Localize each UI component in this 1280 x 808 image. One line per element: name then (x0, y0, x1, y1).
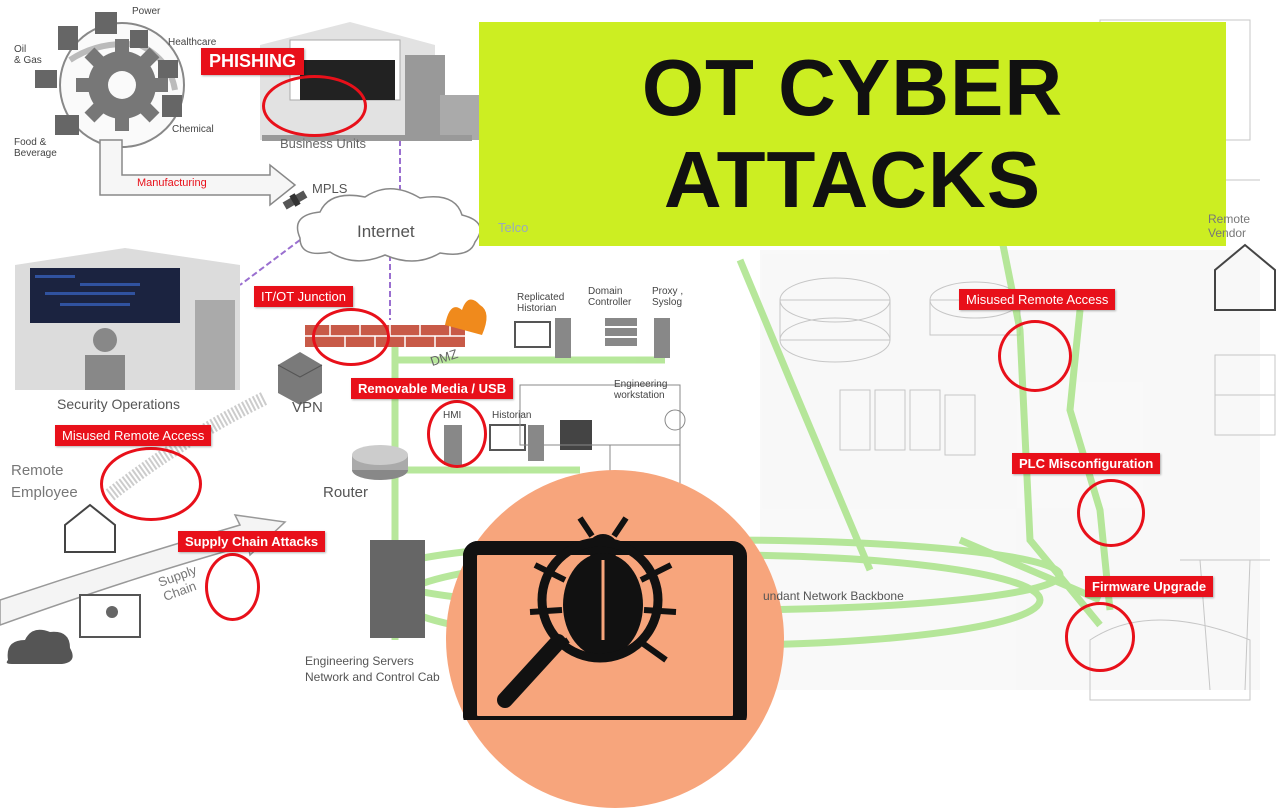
industry-chemical: Chemical (172, 124, 214, 135)
telco-label: Telco (498, 220, 529, 235)
remote-vendor-label: Remote Vendor (1208, 212, 1251, 240)
backbone-label: undant Network Backbone (763, 589, 904, 603)
proxy-syslog-label: Proxy , Syslog (652, 286, 684, 308)
misused-remote-right-tag: Misused Remote Access (959, 289, 1116, 310)
engineering-servers-label: Engineering Servers Network and Control … (305, 654, 440, 684)
computer-icon (79, 594, 141, 638)
manufacturing-arrow (99, 139, 297, 207)
misused-remote-left-tag: Misused Remote Access (55, 425, 212, 446)
remote-employee-label: Remote Employee (11, 462, 78, 501)
server-icon (370, 318, 670, 638)
removable-media-tag: Removable Media / USB (351, 378, 514, 399)
banner-line-1: OT CYBER (641, 43, 1064, 132)
banner-line-2: ATTACKS (663, 135, 1042, 224)
replicated-historian-label: Replicated Historian (517, 292, 565, 314)
engineering-workstation-label: Engineering workstation (614, 379, 668, 401)
phishing-tag: PHISHING (201, 48, 305, 75)
industry-food-beverage: Food & Beverage (14, 137, 57, 159)
bug-illustration (463, 516, 747, 720)
itot-circle (312, 308, 390, 366)
internet-label: Internet (357, 222, 415, 241)
supply-chain-circle (205, 553, 260, 621)
gear-icon (76, 39, 168, 131)
security-operations-building (15, 248, 240, 390)
industry-icons (35, 12, 182, 135)
plc-misconfiguration-tag: PLC Misconfiguration (1012, 453, 1161, 474)
business-units-label: Business Units (280, 136, 366, 151)
mpls-label: MPLS (312, 181, 348, 196)
itot-junction-tag: IT/OT Junction (254, 286, 354, 307)
house-icon (1214, 243, 1276, 311)
router-icon (352, 445, 408, 480)
historian-label: Historian (492, 410, 532, 421)
industry-power: Power (132, 6, 161, 17)
vpn-label: VPN (292, 399, 323, 416)
wan-links (239, 140, 401, 320)
vpn-icon (277, 352, 323, 405)
cloud-icon (6, 629, 73, 664)
misused-remote-left-circle (100, 447, 202, 521)
satellite-icon (282, 190, 308, 210)
plc-circle (1077, 479, 1145, 547)
supply-chain-tag: Supply Chain Attacks (178, 531, 326, 552)
firmware-upgrade-tag: Firmware Upgrade (1085, 576, 1214, 597)
security-ops-label: Security Operations (57, 396, 180, 412)
router-label: Router (323, 484, 369, 501)
removable-media-circle (427, 400, 487, 468)
house-icon (64, 503, 116, 553)
industry-healthcare: Healthcare (168, 37, 217, 48)
phishing-circle (262, 75, 367, 137)
domain-controller-label: Domain Controller (588, 286, 632, 308)
title-banner: OT CYBER ATTACKS (479, 22, 1226, 246)
firmware-circle (1065, 602, 1135, 672)
manufacturing-label: Manufacturing (137, 177, 207, 189)
misused-remote-right-circle (998, 320, 1072, 392)
industry-oil-gas: Oil & Gas (14, 44, 42, 66)
